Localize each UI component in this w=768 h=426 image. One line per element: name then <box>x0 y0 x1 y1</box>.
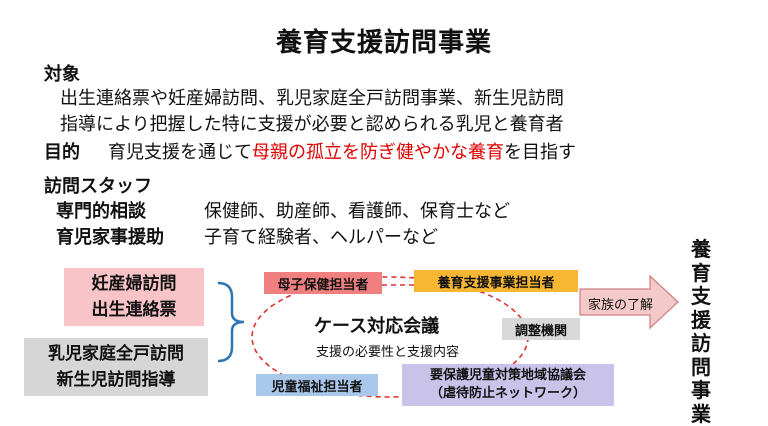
staff-members-1: 保健師、助産師、看護師、保育士など <box>204 201 510 222</box>
source-box-maternal: 妊産婦訪問 出生連絡票 <box>64 268 204 326</box>
tag-support-project: 養育支援事業担当者 <box>414 270 578 292</box>
tag-council: 要保護児童対策地域協議会 （虐待防止ネットワーク） <box>402 364 614 406</box>
meeting-subtitle: 支援の必要性と支援内容 <box>316 345 460 360</box>
source-box-infant-visit-line-2: 新生児訪問指導 <box>56 370 176 390</box>
staff-role-1: 専門的相談 <box>56 201 146 222</box>
page-title: 養育支援訪問事業 <box>275 28 492 58</box>
source-box-maternal-line-2: 出生連絡票 <box>91 300 177 320</box>
source-box-maternal-text: 妊産婦訪問 出生連絡票 <box>92 271 177 323</box>
tag-council-text: 要保護児童対策地域協議会 （虐待防止ネットワーク） <box>430 367 586 403</box>
staff-heading: 訪問スタッフ <box>44 176 152 197</box>
arrow-label: 家族の了解 <box>588 298 654 313</box>
target-line-1: 出生連絡票や妊産婦訪問、乳児家庭全戸訪問事業、新生児訪問 <box>60 88 564 109</box>
tag-child-welfare: 児童福祉担当者 <box>256 374 378 396</box>
tag-council-line-1: 要保護児童対策地域協議会 <box>429 368 586 383</box>
purpose-text: 育児支援を通じて母親の孤立を防ぎ健やかな養育を目指す <box>108 138 576 164</box>
result-vertical-text: 養育支援訪問事業 <box>691 237 711 426</box>
target-heading: 対象 <box>44 64 80 85</box>
tag-council-line-2: （虐待防止ネットワーク） <box>429 386 586 401</box>
purpose-text-before: 育児支援を通じて <box>108 142 252 163</box>
target-line-2: 指導により把握した特に支援が必要と認められる乳児と養育者 <box>60 114 564 135</box>
tag-maternal-health: 母子保健担当者 <box>264 272 382 294</box>
source-box-infant-visit-text: 乳児家庭全戸訪問 新生児訪問指導 <box>48 341 184 393</box>
source-box-infant-visit-line-1: 乳児家庭全戸訪問 <box>48 344 184 364</box>
purpose-heading: 目的 <box>44 142 80 163</box>
bracket <box>217 281 245 363</box>
source-box-infant-visit: 乳児家庭全戸訪問 新生児訪問指導 <box>24 338 208 396</box>
tag-coordinator: 調整機関 <box>502 318 580 340</box>
source-box-maternal-line-1: 妊産婦訪問 <box>91 274 177 294</box>
purpose-text-after: を目指す <box>504 142 576 163</box>
purpose-text-highlight: 母親の孤立を防ぎ健やかな養育 <box>252 142 504 163</box>
meeting-title: ケース対応会議 <box>314 316 440 337</box>
staff-members-2: 子育て経験者、ヘルパーなど <box>204 227 438 248</box>
staff-role-2: 育児家事援助 <box>56 227 164 248</box>
